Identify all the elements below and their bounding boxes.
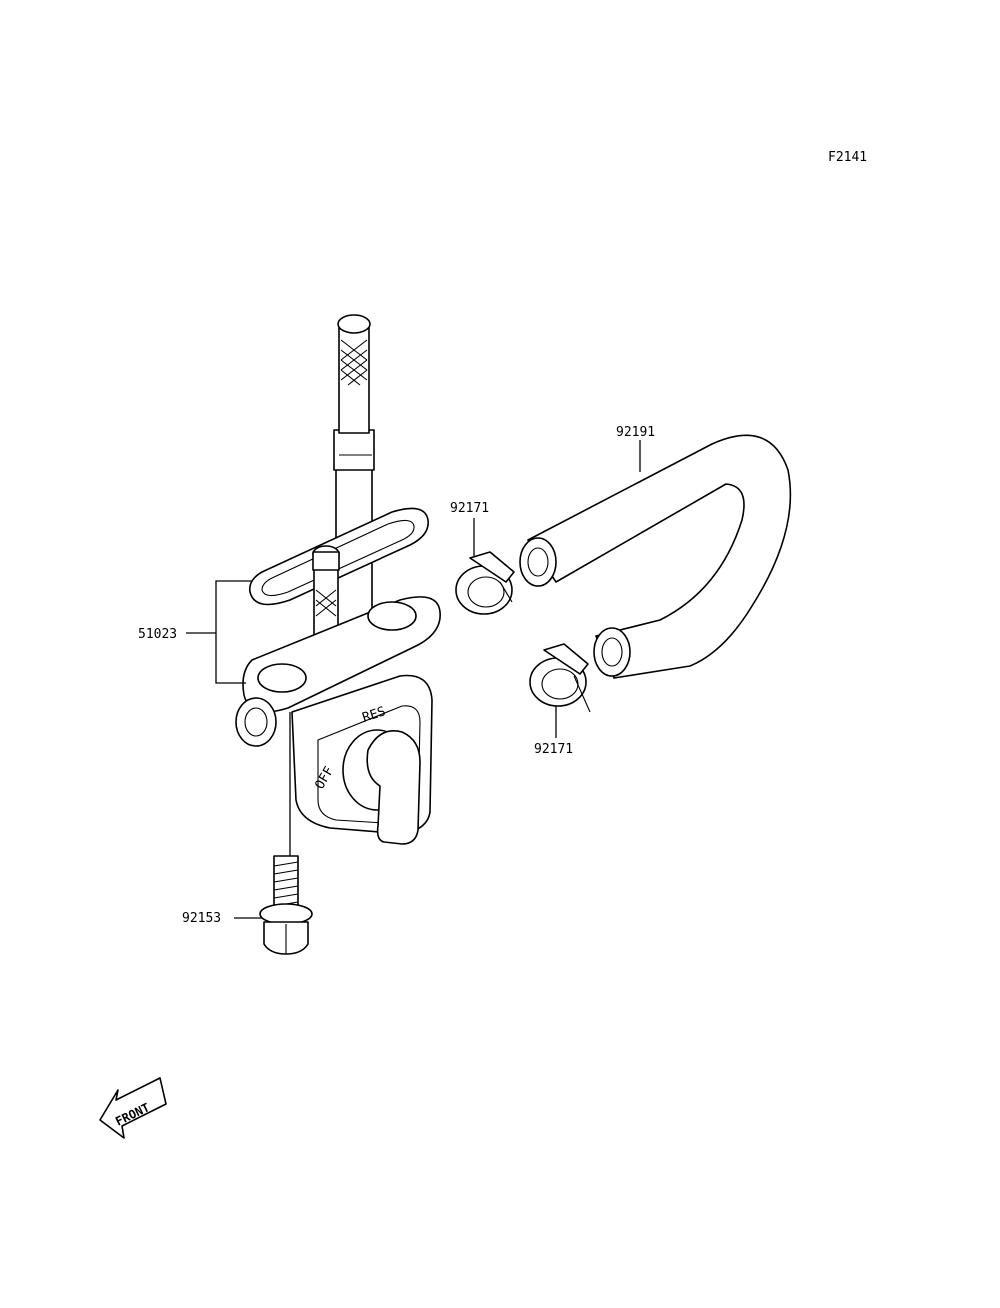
callout-92171-upper: 92171 (450, 501, 489, 556)
valve-lever (366, 730, 421, 845)
callout-92171-lower: 92171 (534, 706, 573, 757)
label-92153: 92153 (182, 911, 221, 926)
strainer-pipe (333, 314, 375, 663)
front-direction-arrow: FRONT (99, 1077, 167, 1139)
clamp-upper (455, 551, 515, 615)
hose (519, 434, 792, 679)
label-92171-upper: 92171 (450, 501, 489, 516)
callout-51023: 51023 (138, 580, 252, 684)
clamp-lower (529, 643, 591, 713)
figure-code: F2141 (828, 150, 867, 165)
label-92191: 92191 (616, 425, 655, 440)
res-marking: RES (361, 704, 388, 726)
fuel-cock-assembly: RES OFF (235, 314, 441, 845)
callout-92191: 92191 (616, 425, 655, 472)
label-51023: 51023 (138, 627, 177, 642)
label-92171-lower: 92171 (534, 742, 573, 757)
bolt (259, 855, 313, 955)
callout-92153: 92153 (182, 712, 291, 926)
fuel-outlet (235, 697, 277, 747)
